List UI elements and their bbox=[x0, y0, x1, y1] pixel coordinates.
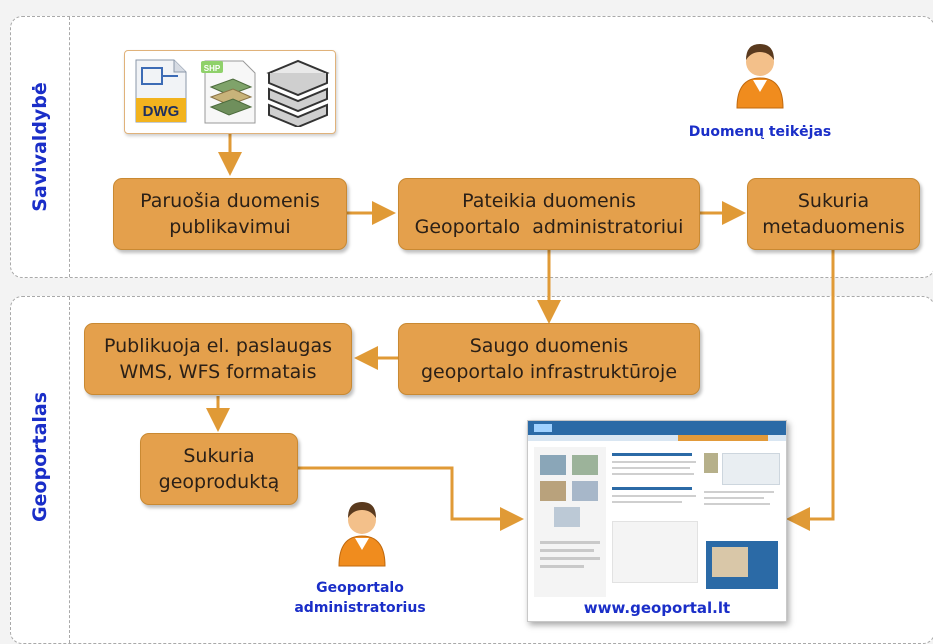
step-store-line2: geoportalo infrastruktūroje bbox=[420, 361, 678, 383]
step-publish-services: Publikuoja el. paslaugas WMS, WFS format… bbox=[84, 323, 352, 395]
site-logo bbox=[534, 424, 552, 432]
step-publish-line2: WMS, WFS formatais bbox=[119, 361, 317, 383]
data-provider-label: Duomenų teikėjas bbox=[688, 124, 832, 140]
step-create-metadata: Sukuria metaduomenis bbox=[747, 178, 920, 250]
lane-divider bbox=[69, 297, 70, 643]
step-geoproduct-line2: geoproduktą bbox=[158, 471, 280, 493]
svg-text:DWG: DWG bbox=[143, 103, 180, 120]
step-submit-data: Pateikia duomenis Geoportalo administrat… bbox=[398, 178, 700, 250]
admin-person-icon bbox=[338, 502, 386, 567]
arrow-metadata-to-portal bbox=[786, 250, 835, 531]
lane-divider bbox=[69, 17, 70, 277]
data-provider-person-icon bbox=[736, 44, 784, 109]
site-left-column bbox=[534, 447, 606, 597]
step-prepare-data: Paruošia duomenis publikavimui bbox=[113, 178, 347, 250]
site-nav-bar bbox=[528, 435, 786, 441]
website-url-label: www.geoportal.lt bbox=[583, 599, 731, 617]
database-layers-icon bbox=[266, 59, 330, 127]
step-store-line1: Saugo duomenis bbox=[469, 335, 629, 357]
svg-text:SHP: SHP bbox=[204, 64, 221, 73]
step-submit-line1: Pateikia duomenis bbox=[462, 190, 636, 212]
step-prepare-line2: publikavimui bbox=[169, 216, 291, 238]
site-header-bar bbox=[528, 421, 786, 435]
site-nav-tabs bbox=[678, 435, 768, 441]
step-submit-line2: Geoportalo administratoriui bbox=[414, 216, 684, 238]
shp-file-icon: SHP bbox=[201, 60, 256, 124]
step-create-geoproduct: Sukuria geoproduktą bbox=[140, 433, 298, 505]
dwg-file-icon: DWG bbox=[135, 59, 187, 123]
geoportal-website-screenshot: www.geoportal.lt bbox=[527, 420, 787, 622]
step-metadata-line2: metaduomenis bbox=[762, 216, 905, 238]
step-metadata-line1: Sukuria bbox=[797, 190, 870, 212]
step-publish-line1: Publikuoja el. paslaugas bbox=[103, 335, 333, 357]
site-right-column bbox=[704, 447, 780, 597]
site-center-column bbox=[612, 447, 698, 597]
admin-label: Geoportalo administratorius bbox=[294, 580, 426, 616]
step-geoproduct-line1: Sukuria bbox=[183, 445, 255, 467]
step-store-data: Saugo duomenis geoportalo infrastruktūro… bbox=[398, 323, 700, 395]
step-prepare-line1: Paruošia duomenis bbox=[140, 190, 320, 212]
arrow-geoproduct-to-portal bbox=[298, 466, 524, 531]
source-files-panel: DWG SHP bbox=[124, 50, 336, 134]
